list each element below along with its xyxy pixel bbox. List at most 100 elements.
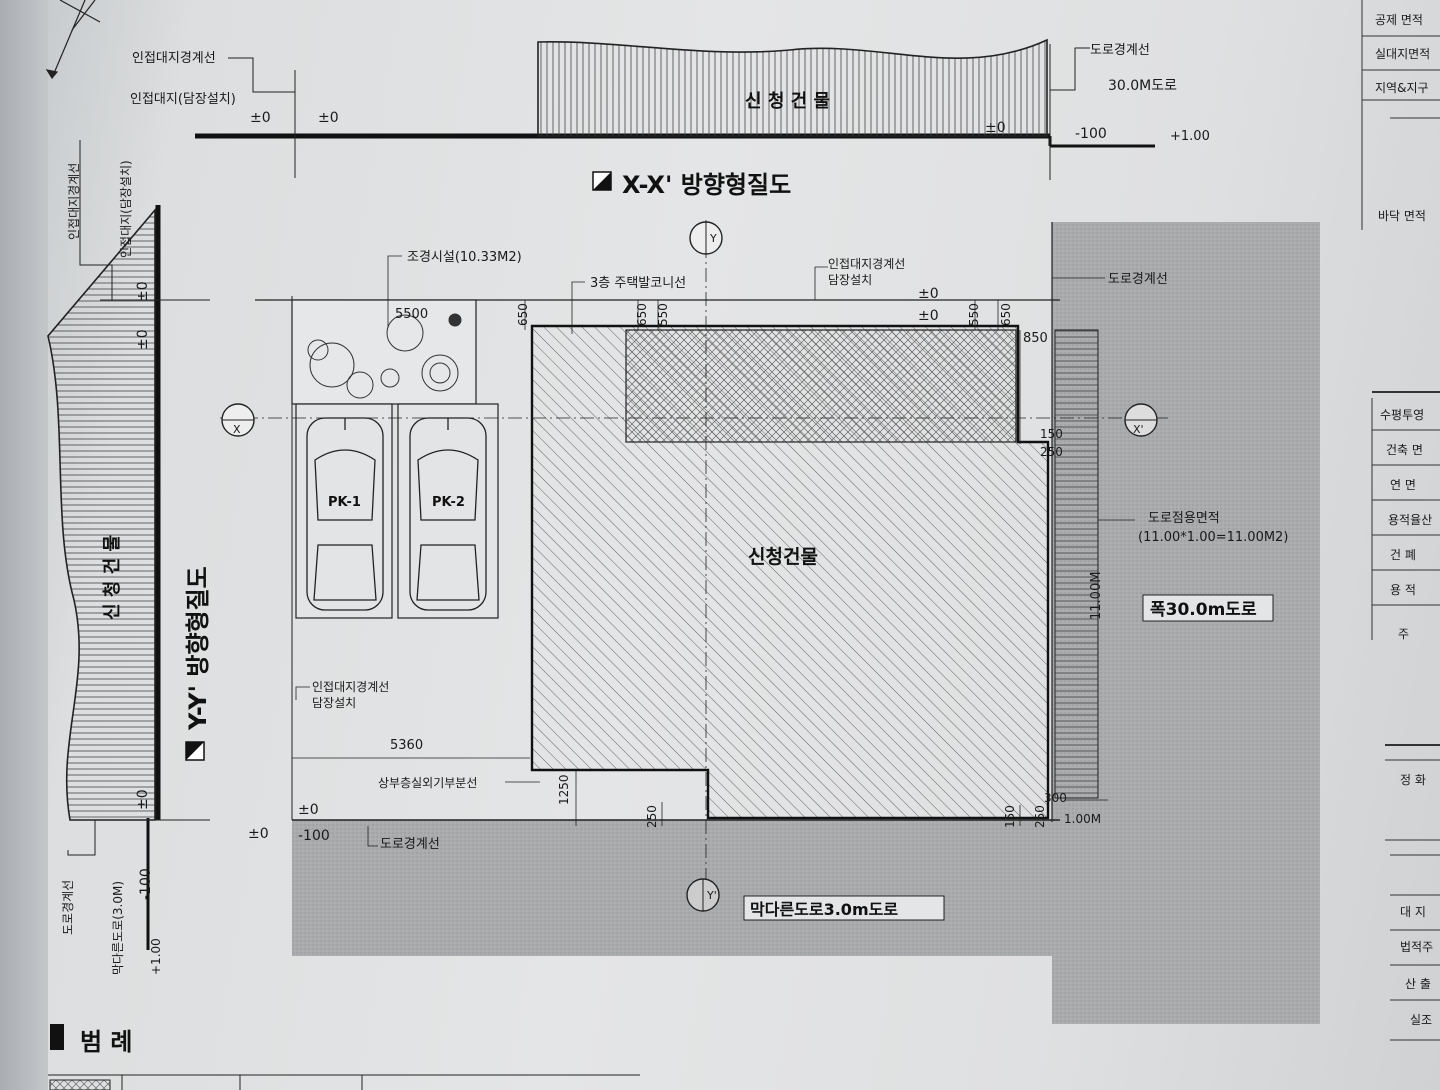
yy-level-3: ±0 <box>135 789 151 810</box>
road-occupation-label: 도로점용면적 <box>1148 511 1220 526</box>
parking-2-label: PK-2 <box>432 495 465 510</box>
dim-150-a: 150 <box>1040 427 1063 441</box>
xx-level-4: -100 <box>1075 126 1107 142</box>
table-row-7: 용적율산 <box>1388 513 1432 527</box>
table-row-0: 공제 면적 <box>1375 13 1423 27</box>
road-3m-tag <box>743 895 945 921</box>
table-row-12: 대 지 <box>1400 905 1426 919</box>
section-xx: 인접대지경계선 인접대지(담장설치) ±0 ±0 ±0 -100 신 청 건 물… <box>130 38 1210 199</box>
plan-level-d: ±0 <box>248 826 269 842</box>
table-row-4: 수평투영 <box>1380 408 1424 422</box>
dim-11m: 11.00M <box>1089 572 1104 620</box>
dim-550-a: 550 <box>656 303 670 326</box>
plan-level-a: ±0 <box>918 286 939 302</box>
yy-level-4: -100 <box>138 868 154 900</box>
xx-road-width-label: 30.0M도로 <box>1108 78 1177 94</box>
road-3m-label: 막다른도로3.0m도로 <box>750 900 898 919</box>
fence-top-label: 담장설치 <box>828 273 872 287</box>
yy-road-edge-level: +1.00 <box>149 938 163 975</box>
xx-level-1: ±0 <box>250 110 271 126</box>
dim-650-c: 650 <box>999 303 1013 326</box>
table-row-3: 바닥 면적 <box>1378 209 1426 223</box>
adjacent-boundary-left-label: 인접대지경계선 <box>312 680 389 694</box>
yy-boundary-label: 인접대지경계선 <box>67 163 81 240</box>
dim-650-b: 650 <box>635 303 649 326</box>
upper-floor-line-label: 상부층실외기부분선 <box>378 776 477 790</box>
building-footprint <box>530 324 1050 820</box>
road-30m-tag <box>1142 594 1274 622</box>
yy-road-boundary-label: 도로경계선 <box>61 880 75 935</box>
table-row-13: 법적주 <box>1400 940 1433 954</box>
section-marker-y-icon: Y <box>689 221 723 255</box>
dim-150-b: 150 <box>1003 805 1017 828</box>
xx-building-label: 신 청 건 물 <box>745 91 830 112</box>
svg-text:Y: Y <box>709 232 717 245</box>
yy-section-title: Y-Y' 방향형질도 <box>184 566 212 731</box>
yy-road-label: 막다른도로(3.0M) <box>111 881 125 975</box>
dim-250-a: 250 <box>1040 445 1063 459</box>
balcony-area <box>625 329 1017 443</box>
section-yy: 인접대지경계선 인접대지(담장설치) ±0 ±0 ±0 -100 신 청 건 물… <box>47 140 212 975</box>
xx-level-2: ±0 <box>318 110 339 126</box>
road-occupation-strip <box>1054 329 1099 799</box>
dim-850: 850 <box>1023 331 1048 346</box>
building-label: 신청건물 <box>748 546 818 568</box>
xx-road-edge-level: +1.00 <box>1170 129 1210 144</box>
xx-left-boundary-label: 인접대지경계선 <box>132 51 216 66</box>
road-3m <box>292 820 1064 956</box>
road-boundary-right-label: 도로경계선 <box>1108 272 1168 287</box>
table-row-6: 연 면 <box>1390 478 1416 492</box>
parking-space-1 <box>295 403 393 619</box>
area-table: 공제 면적 실대지면적 지역&지구 바닥 면적 수평투영 건축 면 연 면 용적… <box>1361 0 1440 1041</box>
dim-250-b: 250 <box>645 805 659 828</box>
svg-text:X': X' <box>1133 423 1144 436</box>
dim-1250: 1250 <box>557 774 571 805</box>
dim-650-a: 650 <box>516 303 530 326</box>
road-boundary-bottom-label: 도로경계선 <box>380 837 440 852</box>
north-arrow-icon <box>45 0 101 80</box>
yy-level-2: ±0 <box>135 329 151 350</box>
plan-level-b: ±0 <box>918 308 939 324</box>
fence-left-label: 담장설치 <box>312 696 356 710</box>
dim-250-c: 250 <box>1033 805 1047 828</box>
section-marker-x-prime-icon: X' <box>1124 403 1158 437</box>
xx-road-boundary-label: 도로경계선 <box>1090 43 1150 58</box>
plan-level-c: ±0 <box>298 802 319 818</box>
section-marker-x-icon: X <box>221 403 255 437</box>
landscape-label: 조경시설(10.33M2) <box>407 250 522 265</box>
table-row-5: 건축 면 <box>1386 443 1423 457</box>
table-row-11: 정 화 <box>1400 773 1426 787</box>
table-row-1: 실대지면적 <box>1375 47 1430 61</box>
svg-text:X: X <box>233 423 241 436</box>
svg-text:Y': Y' <box>706 889 717 902</box>
table-row-8: 건 폐 <box>1390 548 1416 562</box>
tree-icon <box>307 313 462 399</box>
dim-1m: 1.00M <box>1064 812 1101 826</box>
table-row-15: 실조 <box>1410 1013 1432 1027</box>
table-row-2: 지역&지구 <box>1375 81 1429 95</box>
xx-level-3: ±0 <box>985 120 1006 136</box>
legend-title: 범 례 <box>80 1028 133 1056</box>
yy-building-label: 신 청 건 물 <box>102 535 123 620</box>
yy-level-1: ±0 <box>135 281 151 302</box>
legend: 범 례 <box>48 1024 640 1090</box>
legend-marker-icon <box>50 1024 64 1050</box>
xx-left-lot-label: 인접대지(담장설치) <box>130 92 236 107</box>
balcony-line-label: 3층 주택발코니선 <box>590 276 686 291</box>
dim-300: 300 <box>1044 791 1067 805</box>
road-30m-label: 폭30.0m도로 <box>1150 600 1257 620</box>
adjacent-boundary-top-label: 인접대지경계선 <box>828 257 905 271</box>
section-marker-y-prime-icon: Y' <box>686 878 720 912</box>
parking-1-label: PK-1 <box>328 495 361 510</box>
yy-lot-label: 인접대지(담장설치) <box>119 160 133 258</box>
road-occupation-calc: (11.00*1.00=11.00M2) <box>1138 530 1288 545</box>
site-plan: PK-1 PK-2 신청건물 X X' Y Y' <box>220 220 1320 1024</box>
dim-5360: 5360 <box>390 738 423 753</box>
table-row-14: 산 출 <box>1405 977 1431 991</box>
plan-level-e: -100 <box>298 828 330 844</box>
table-row-10: 주 <box>1398 627 1409 641</box>
landscape-area <box>291 299 477 405</box>
xx-section-title: X-X' 방향형질도 <box>622 171 791 199</box>
